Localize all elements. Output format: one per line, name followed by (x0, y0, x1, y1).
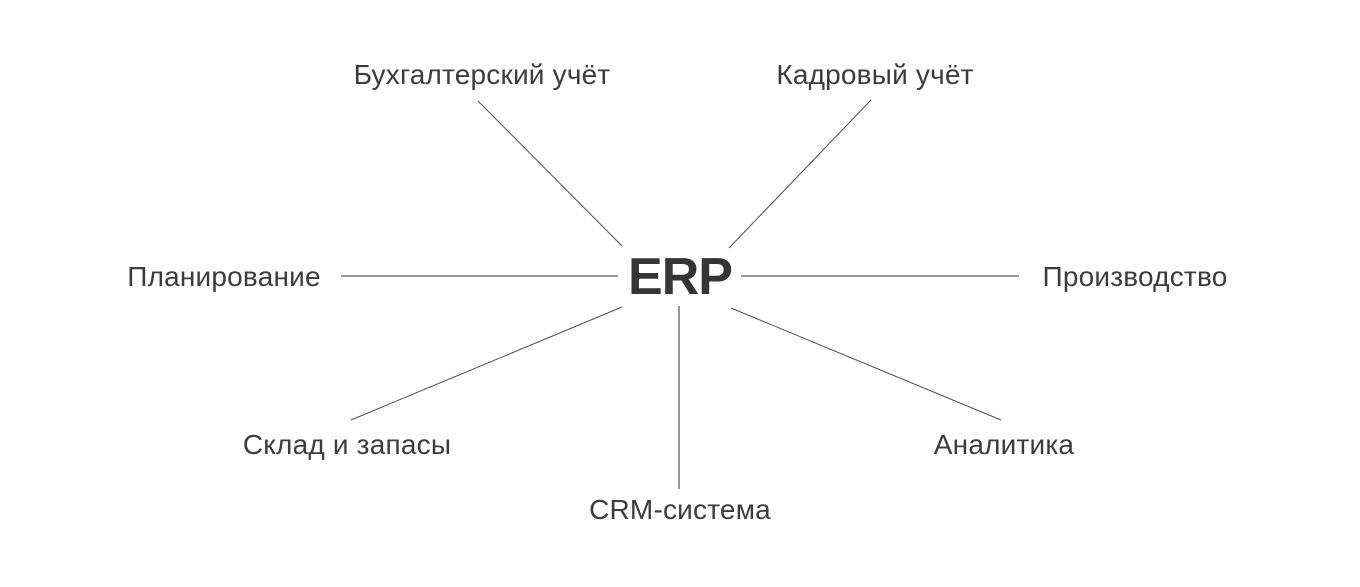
node-label-analytics: Аналитика (933, 429, 1075, 460)
node-label-warehouse: Склад и запасы (242, 429, 452, 460)
connector-accounting (477, 100, 623, 247)
node-label-hr: Кадровый учёт (776, 59, 974, 90)
connector-warehouse (350, 306, 623, 421)
connector-analytics (730, 307, 1002, 421)
node-label-planning: Планирование (127, 261, 321, 292)
node-label-production: Производство (1042, 261, 1228, 292)
hub-label-erp: ERP (628, 248, 733, 306)
connector-hr (728, 99, 872, 249)
node-label-accounting: Бухгалтерский учёт (353, 59, 611, 90)
node-label-crm: CRM-система (589, 494, 771, 525)
